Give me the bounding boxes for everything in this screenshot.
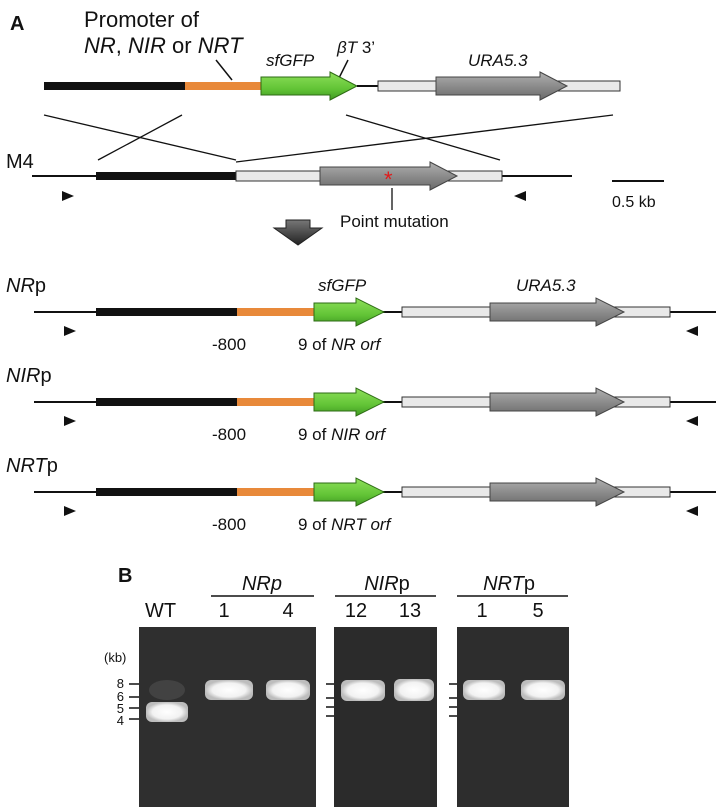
gel-group-name: NRTp xyxy=(483,573,535,595)
row-promoter xyxy=(237,308,314,316)
mutation-star-icon: * xyxy=(384,167,393,192)
gel-lane-label: 4 xyxy=(282,600,293,622)
row-flank xyxy=(96,308,237,316)
row-sfgfp-arrow xyxy=(313,477,386,507)
promoter-genes: NR, NIR or NRT xyxy=(84,33,244,58)
gel-band-nrt-5 xyxy=(521,680,565,700)
gel-band-wt xyxy=(146,702,188,722)
row-orf-label: 9 of NR orf xyxy=(298,335,382,354)
row-name: NIRp xyxy=(6,365,52,387)
mutation-label: Point mutation xyxy=(340,212,449,231)
gel-group-name: NRp xyxy=(242,573,282,595)
gel-wt-label: WT xyxy=(145,600,176,622)
gel-group: NRTp 1 5 xyxy=(457,573,568,622)
gel-lane-label: 1 xyxy=(476,600,487,622)
primer-left-icon xyxy=(64,506,76,516)
row-position-label: -800 xyxy=(212,515,246,534)
terminator-label: βT 3’ xyxy=(336,38,375,57)
ura-arrow xyxy=(435,71,569,101)
down-arrow-icon xyxy=(272,219,324,246)
row-ura-arrow xyxy=(489,387,626,417)
row-promoter xyxy=(237,398,314,406)
gel-band-nir-12 xyxy=(341,680,385,701)
gel-panel-2 xyxy=(334,627,437,807)
construct-row: NRp sfGFP URA5.3 -800 9 of NR orf xyxy=(6,275,716,354)
gel-lane-label: 12 xyxy=(345,600,367,622)
gel-lane-label: 1 xyxy=(218,600,229,622)
row-ura-arrow xyxy=(489,477,626,507)
marker-label: URA5.3 xyxy=(468,51,528,70)
kb-label: (kb) xyxy=(104,650,126,665)
gel-group: NIRp 12 13 xyxy=(335,573,436,622)
primer-right-icon xyxy=(686,506,698,516)
m4-flank xyxy=(96,172,236,180)
gel-band-nir-13 xyxy=(394,679,434,701)
gel-bands xyxy=(146,679,565,722)
row-position-label: -800 xyxy=(212,335,246,354)
primer-left-icon xyxy=(62,191,74,201)
ladder-label: 6 xyxy=(117,689,124,704)
panel-b-label: B xyxy=(118,565,132,587)
promoter-title: Promoter of xyxy=(84,7,200,32)
ladder-label: 4 xyxy=(117,713,124,728)
left-flank xyxy=(44,82,185,90)
gel-lane-label: 5 xyxy=(532,600,543,622)
primer-left-icon xyxy=(64,416,76,426)
scale-bar-label: 0.5 kb xyxy=(612,194,656,211)
row-orf-label: 9 of NRT orf xyxy=(298,515,393,534)
promoter-pointer xyxy=(215,59,233,81)
gel-group-headers: NRp 1 4 NIRp 12 13 NRTp 1 5 xyxy=(211,573,568,622)
gel-group: NRp 1 4 xyxy=(211,573,314,622)
ladder-label: 5 xyxy=(117,701,124,716)
construct-row: NRTp -800 9 of NRT orf xyxy=(6,455,716,534)
row-name: NRTp xyxy=(6,455,58,477)
promoter-block xyxy=(185,82,261,90)
row-sfgfp-arrow xyxy=(313,387,386,417)
gel-band-nr-4 xyxy=(266,680,310,700)
row-marker-label: URA5.3 xyxy=(516,276,576,295)
row-promoter xyxy=(237,488,314,496)
gel-group-name: NIRp xyxy=(364,573,410,595)
m4-ura-arrow xyxy=(319,161,459,191)
ladder-label: 8 xyxy=(117,676,124,691)
row-flank xyxy=(96,398,237,406)
sfgfp-arrow xyxy=(260,71,359,101)
row-sfgfp-label: sfGFP xyxy=(318,276,367,295)
primer-right-icon xyxy=(514,191,526,201)
gel-panel-3 xyxy=(457,627,569,807)
row-sfgfp-arrow xyxy=(313,297,386,327)
ladder-ticks xyxy=(129,683,457,720)
sfgfp-label: sfGFP xyxy=(266,51,315,70)
construct-row: NIRp -800 9 of NIR orf xyxy=(6,365,716,444)
m4-label: M4 xyxy=(6,151,34,173)
gel-lane-label: 13 xyxy=(399,600,421,622)
construct-diagram: Promoter of NR, NIR or NRT sfGFP βT 3’ U… xyxy=(44,7,621,101)
row-orf-label: 9 of NIR orf xyxy=(298,425,387,444)
row-flank xyxy=(96,488,237,496)
primer-left-icon xyxy=(64,326,76,336)
crossover-lines xyxy=(43,114,614,163)
primer-right-icon xyxy=(686,416,698,426)
gel-band-nr-1 xyxy=(205,680,253,700)
m4-locus: M4 * Point mutation 0.5 kb xyxy=(6,151,664,231)
row-position-label: -800 xyxy=(212,425,246,444)
primer-right-icon xyxy=(686,326,698,336)
panel-a-label: A xyxy=(10,13,24,35)
row-ura-arrow xyxy=(489,297,626,327)
row-name: NRp xyxy=(6,275,46,297)
gel-band-nrt-1 xyxy=(463,680,505,700)
